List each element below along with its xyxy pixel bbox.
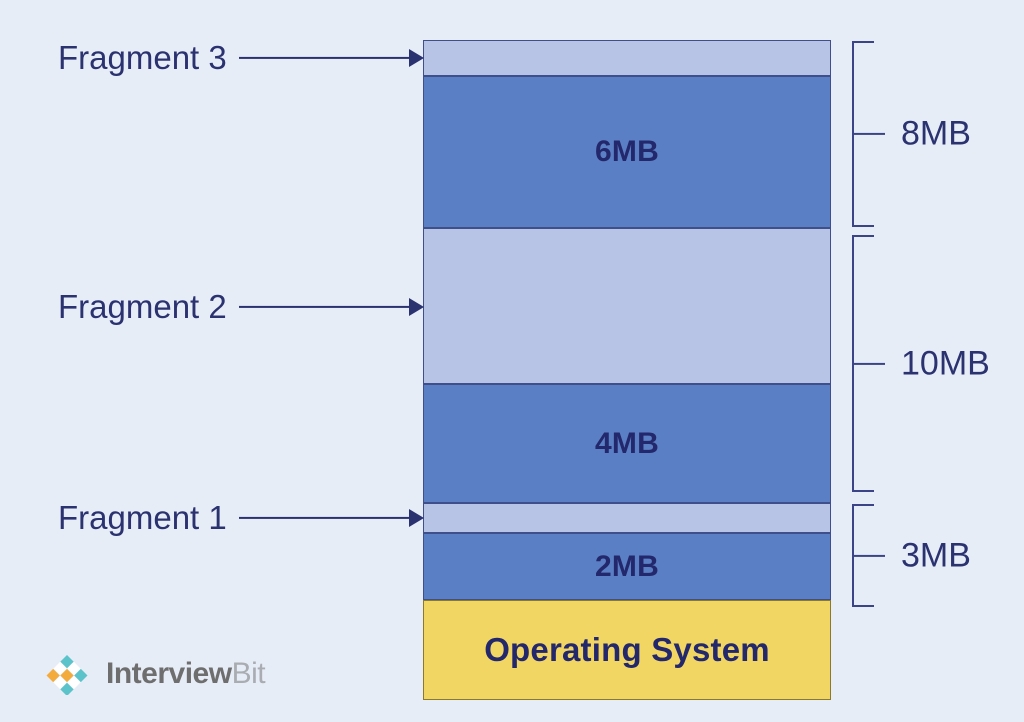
bracket-label: 3MB (901, 536, 971, 574)
bracket-tick (854, 554, 885, 557)
bracket-tick (854, 132, 885, 136)
interviewbit-logo: InterviewBit (36, 650, 266, 698)
fragment-1-block (423, 503, 831, 533)
callout-fragment-2: Fragment 2 (58, 284, 424, 330)
bracket-cap-bottom (852, 489, 874, 492)
bracket-tick (854, 362, 885, 365)
block-label: 2MB (595, 549, 659, 583)
logo-text-secondary: Bit (231, 657, 266, 690)
interviewbit-logo-text: InterviewBit (106, 657, 266, 690)
bracket-cap-top (852, 504, 874, 507)
bracket-bar (852, 504, 855, 607)
block-label: 6MB (595, 135, 659, 168)
interviewbit-logo-mark (46, 655, 88, 695)
bracket-label: 10MB (901, 344, 990, 382)
bracket-label: 8MB (901, 114, 971, 153)
bracket-cap-top (852, 235, 874, 238)
block-operating-system: Operating System (423, 600, 831, 700)
callout-label: Fragment 2 (58, 288, 227, 325)
bracket-bar (852, 41, 855, 227)
callout-fragment-1: Fragment 1 (58, 495, 424, 541)
block-6mb: 6MB (423, 76, 831, 228)
memory-column: 6MB 4MB 2MB Operating System (423, 39, 831, 701)
fragment-3-block (423, 40, 831, 76)
logo-text-primary: Interview (106, 657, 232, 690)
block-4mb: 4MB (423, 384, 831, 503)
fragment-2-block (423, 228, 831, 384)
block-label: Operating System (484, 631, 770, 668)
callout-label: Fragment 3 (58, 39, 227, 76)
bracket-bar (852, 235, 855, 492)
bracket-cap-bottom (852, 604, 874, 607)
arrow-right-icon (227, 35, 424, 81)
bracket-cap-top (852, 41, 874, 44)
block-label: 4MB (595, 426, 659, 460)
block-2mb: 2MB (423, 533, 831, 600)
bracket-cap-bottom (852, 224, 874, 227)
callout-fragment-3: Fragment 3 (58, 35, 424, 81)
arrow-right-icon (227, 284, 424, 330)
callout-label: Fragment 1 (58, 499, 227, 536)
arrow-right-icon (227, 495, 424, 541)
